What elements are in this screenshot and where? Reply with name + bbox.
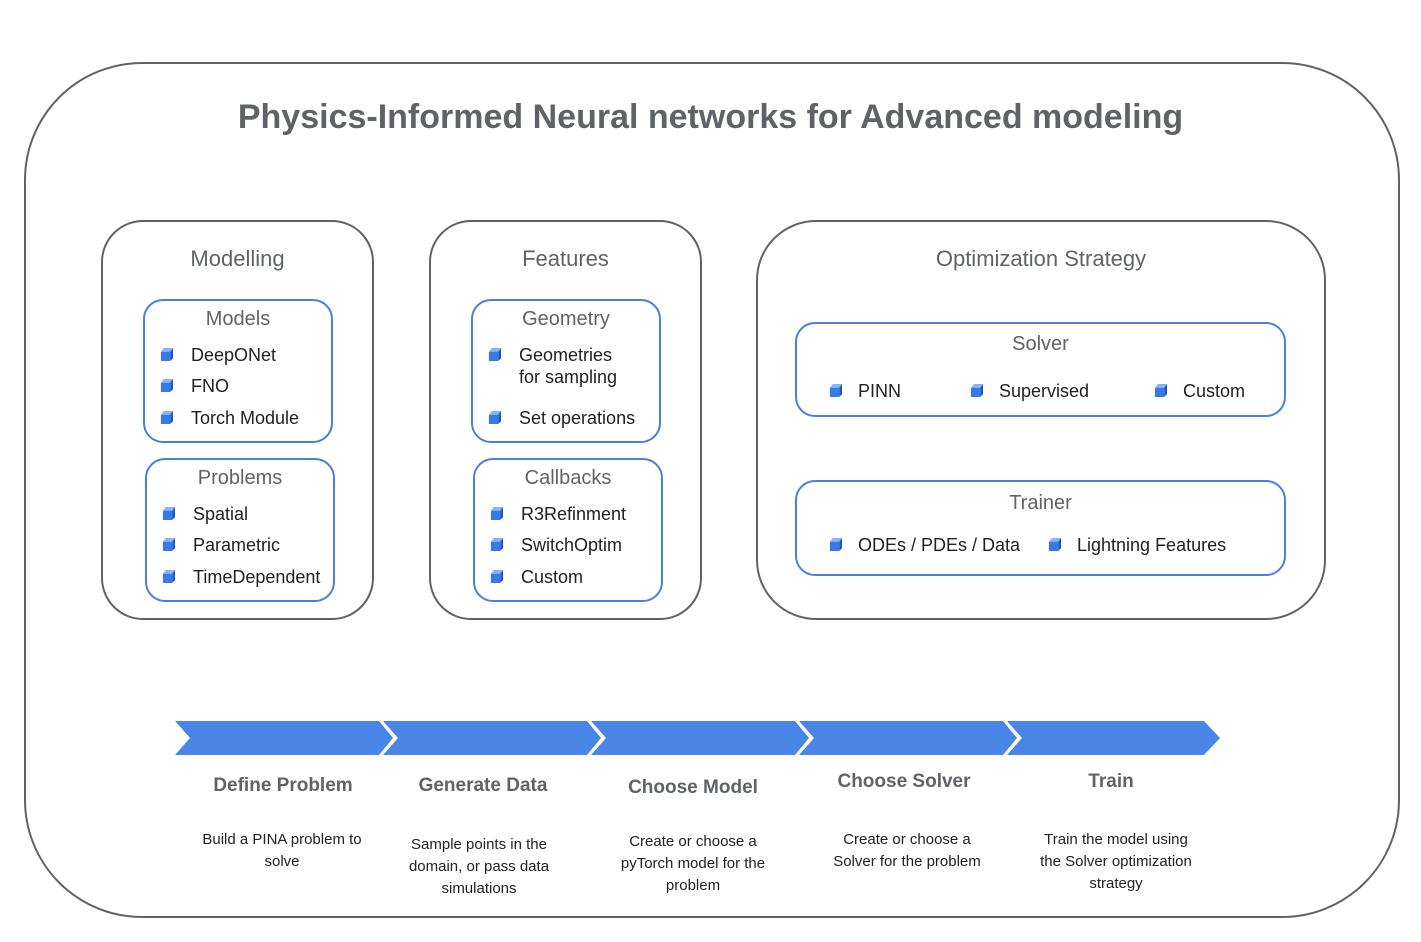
list-item: Set operations <box>519 408 636 428</box>
models-box <box>143 299 333 443</box>
list-item: Custom <box>521 567 584 587</box>
list-item: Lightning Features <box>1077 535 1227 555</box>
step-description: Sample points in the domain, or pass dat… <box>408 836 550 897</box>
list-item: ODEs / PDEs / Data <box>858 535 1021 555</box>
callbacks-box <box>473 458 663 602</box>
chevron-step-1 <box>175 721 393 755</box>
list-item: Torch Module <box>191 408 300 428</box>
solver-box <box>795 322 1286 417</box>
modelling-panel <box>101 220 374 620</box>
modelling-title: Modelling <box>190 246 285 271</box>
step-title: Train <box>1088 771 1134 792</box>
features-title: Features <box>522 246 609 271</box>
step-description: Train the model using the Solver optimiz… <box>1040 831 1192 892</box>
step-title: Define Problem <box>213 775 353 796</box>
step-title: Choose Solver <box>837 771 971 792</box>
callbacks-title: Callbacks <box>524 467 612 489</box>
step-title: Choose Model <box>628 777 758 798</box>
optimization-panel <box>756 220 1326 620</box>
list-item: R3Refinment <box>521 504 627 524</box>
step-description: Create or choose a pyTorch model for the… <box>620 833 766 894</box>
problems-title: Problems <box>197 467 283 489</box>
solver-title: Solver <box>1012 333 1069 355</box>
optimization-title: Optimization Strategy <box>935 246 1147 271</box>
list-item: TimeDependent <box>193 567 321 587</box>
step-title: Generate Data <box>418 775 548 796</box>
geometry-box <box>471 299 661 443</box>
list-item: Parametric <box>193 535 281 555</box>
main-frame <box>24 62 1400 918</box>
list-item: Custom <box>1183 381 1246 401</box>
list-item: SwitchOptim <box>521 535 623 555</box>
list-item: PINN <box>858 381 902 401</box>
trainer-box <box>795 480 1286 576</box>
page-title: Physics-Informed Neural networks for Adv… <box>237 98 1184 136</box>
models-title: Models <box>205 308 271 330</box>
trainer-title: Trainer <box>1009 492 1072 514</box>
chevron-step-4 <box>799 721 1017 755</box>
list-item: Supervised <box>999 381 1090 401</box>
chevron-step-2 <box>383 721 601 755</box>
problems-box <box>145 458 335 602</box>
step-description: Build a PINA problem to solve <box>202 831 362 870</box>
chevron-step-5 <box>1007 721 1220 755</box>
features-panel <box>429 220 702 620</box>
list-item: Spatial <box>193 504 249 524</box>
list-item: Geometries for sampling <box>519 345 618 387</box>
step-description: Create or choose a Solver for the proble… <box>833 831 981 870</box>
geometry-title: Geometry <box>522 308 610 330</box>
list-item: DeepONet <box>191 345 277 365</box>
chevron-step-3 <box>591 721 809 755</box>
list-item: FNO <box>191 376 229 396</box>
